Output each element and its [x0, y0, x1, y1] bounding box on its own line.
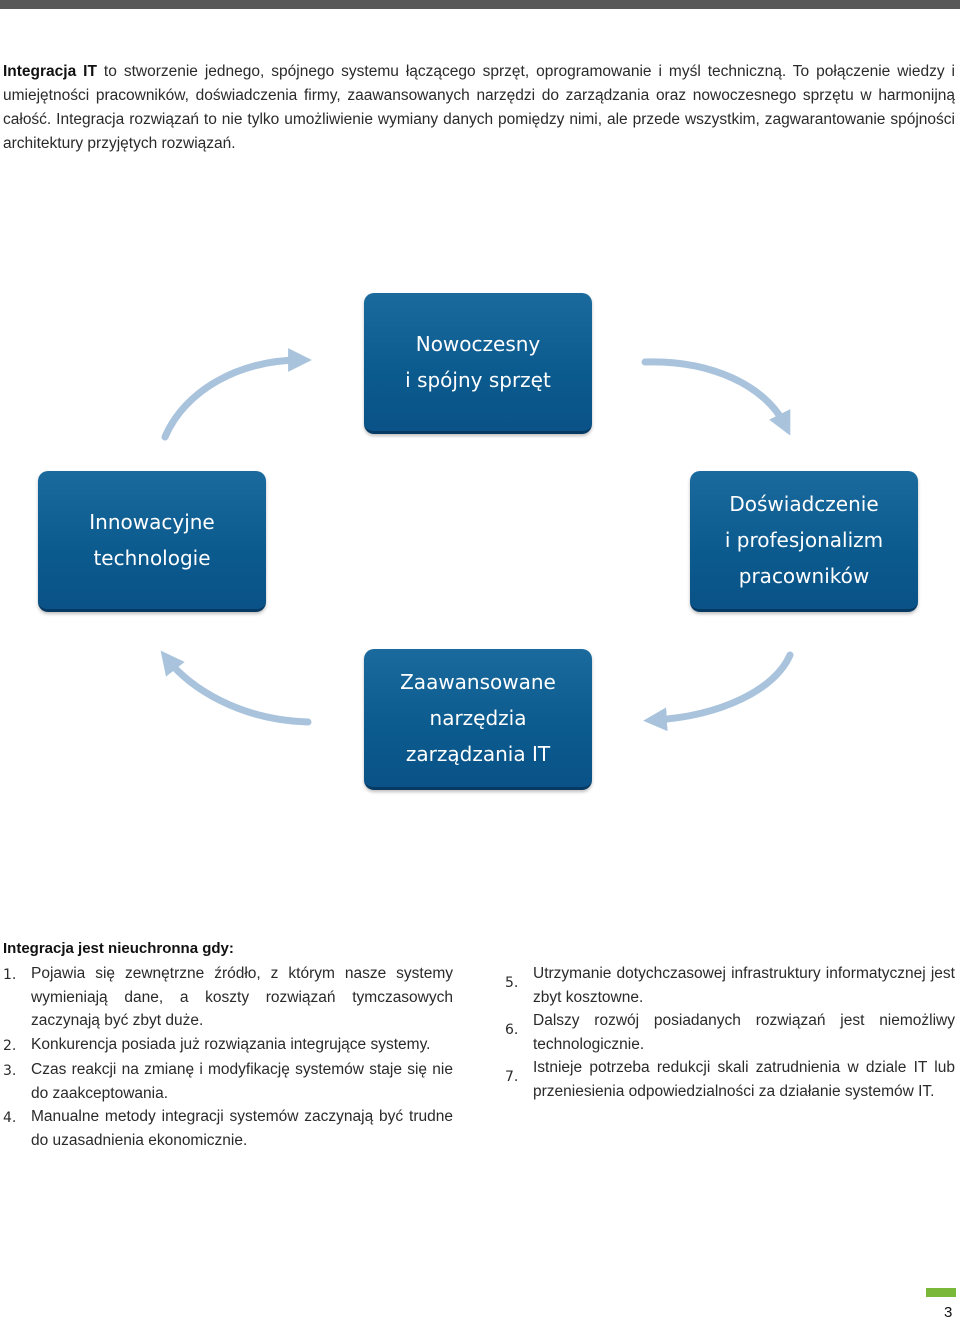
node-technologies-line-1: Innowacyjne — [89, 510, 215, 534]
conditions-list-left: 1. Pojawia się zewnętrzne źródło, z któr… — [3, 962, 453, 1152]
list-item-text: Utrzymanie dotychczasowej infrastruktury… — [533, 965, 955, 1006]
list-item-text: Czas reakcji na zmianę i modyfikację sys… — [31, 1061, 453, 1102]
node-hardware-line-2: i spójny sprzęt — [405, 368, 551, 392]
node-hardware-line-1: Nowoczesny — [415, 332, 541, 356]
list-item: 4. Manualne metody integracji systemów z… — [3, 1105, 453, 1152]
arrow-bottom-to-left — [160, 650, 312, 726]
list-item-text: Manualne metody integracji systemów zacz… — [31, 1108, 453, 1149]
node-management-line-2: narzędzia — [429, 706, 527, 730]
list-item-number: 6. — [505, 1022, 519, 1038]
node-technologies-line-2: technologie — [93, 546, 211, 570]
list-heading: Integracja jest nieuchronna gdy: — [3, 940, 234, 957]
integration-cycle-diagram: Nowoczesny i spójny sprzęt Doświadczenie… — [0, 280, 960, 800]
list-item: 1. Pojawia się zewnętrzne źródło, z któr… — [3, 962, 453, 1033]
arrow-top-to-right — [641, 358, 791, 436]
node-management-line-3: zarządzania IT — [405, 742, 551, 766]
list-item: 2. Konkurencja posiada już rozwiązania i… — [3, 1033, 453, 1059]
node-technologies: Innowacyjne technologie — [38, 471, 266, 612]
list-item-text: Pojawia się zewnętrzne źródło, z którym … — [31, 965, 453, 1029]
list-item: 7. Istnieje potrzeba redukcji skali zatr… — [505, 1056, 955, 1103]
top-bar — [0, 0, 960, 9]
list-item-number: 7. — [505, 1069, 519, 1085]
list-item-number: 2. — [3, 1037, 17, 1054]
list-item-number: 1. — [3, 967, 17, 983]
node-experience-line-2: i profesjonalizm — [724, 528, 884, 552]
cycle-arrows — [160, 348, 794, 732]
list-item: 6. Dalszy rozwój posiadanych rozwiązań j… — [505, 1009, 955, 1056]
intro-body: to stworzenie jednego, spójnego systemu … — [3, 63, 955, 152]
page-number: 3 — [944, 1304, 953, 1321]
arrow-left-to-top — [161, 348, 312, 441]
intro-paragraph: Integracja IT to stworzenie jednego, spó… — [3, 60, 955, 156]
node-experience-line-1: Doświadczenie — [729, 492, 879, 516]
list-item: 5. Utrzymanie dotychczasowej infrastrukt… — [505, 962, 955, 1009]
list-item-number: 5. — [505, 975, 519, 991]
node-management-tools: Zaawansowane narzędzia zarządzania IT — [364, 649, 592, 790]
list-item-text: Konkurencja posiada już rozwiązania inte… — [31, 1035, 431, 1053]
node-management-line-1: Zaawansowane — [400, 670, 556, 694]
list-item: 3. Czas reakcji na zmianę i modyfikację … — [3, 1058, 453, 1105]
node-experience-line-3: pracowników — [738, 564, 870, 588]
list-item-number: 3. — [3, 1063, 17, 1079]
arrow-right-to-bottom — [643, 651, 794, 732]
node-experience: Doświadczenie i profesjonalizm pracownik… — [690, 471, 918, 612]
node-hardware: Nowoczesny i spójny sprzęt — [364, 293, 592, 434]
list-item-text: Dalszy rozwój posiadanych rozwiązań jest… — [533, 1012, 955, 1053]
list-item-number: 4. — [3, 1110, 17, 1126]
intro-lead: Integracja IT — [3, 63, 97, 80]
page-number-accent — [926, 1288, 956, 1297]
conditions-list-right: 5. Utrzymanie dotychczasowej infrastrukt… — [505, 962, 955, 1103]
list-item-text: Istnieje potrzeba redukcji skali zatrudn… — [533, 1059, 955, 1100]
